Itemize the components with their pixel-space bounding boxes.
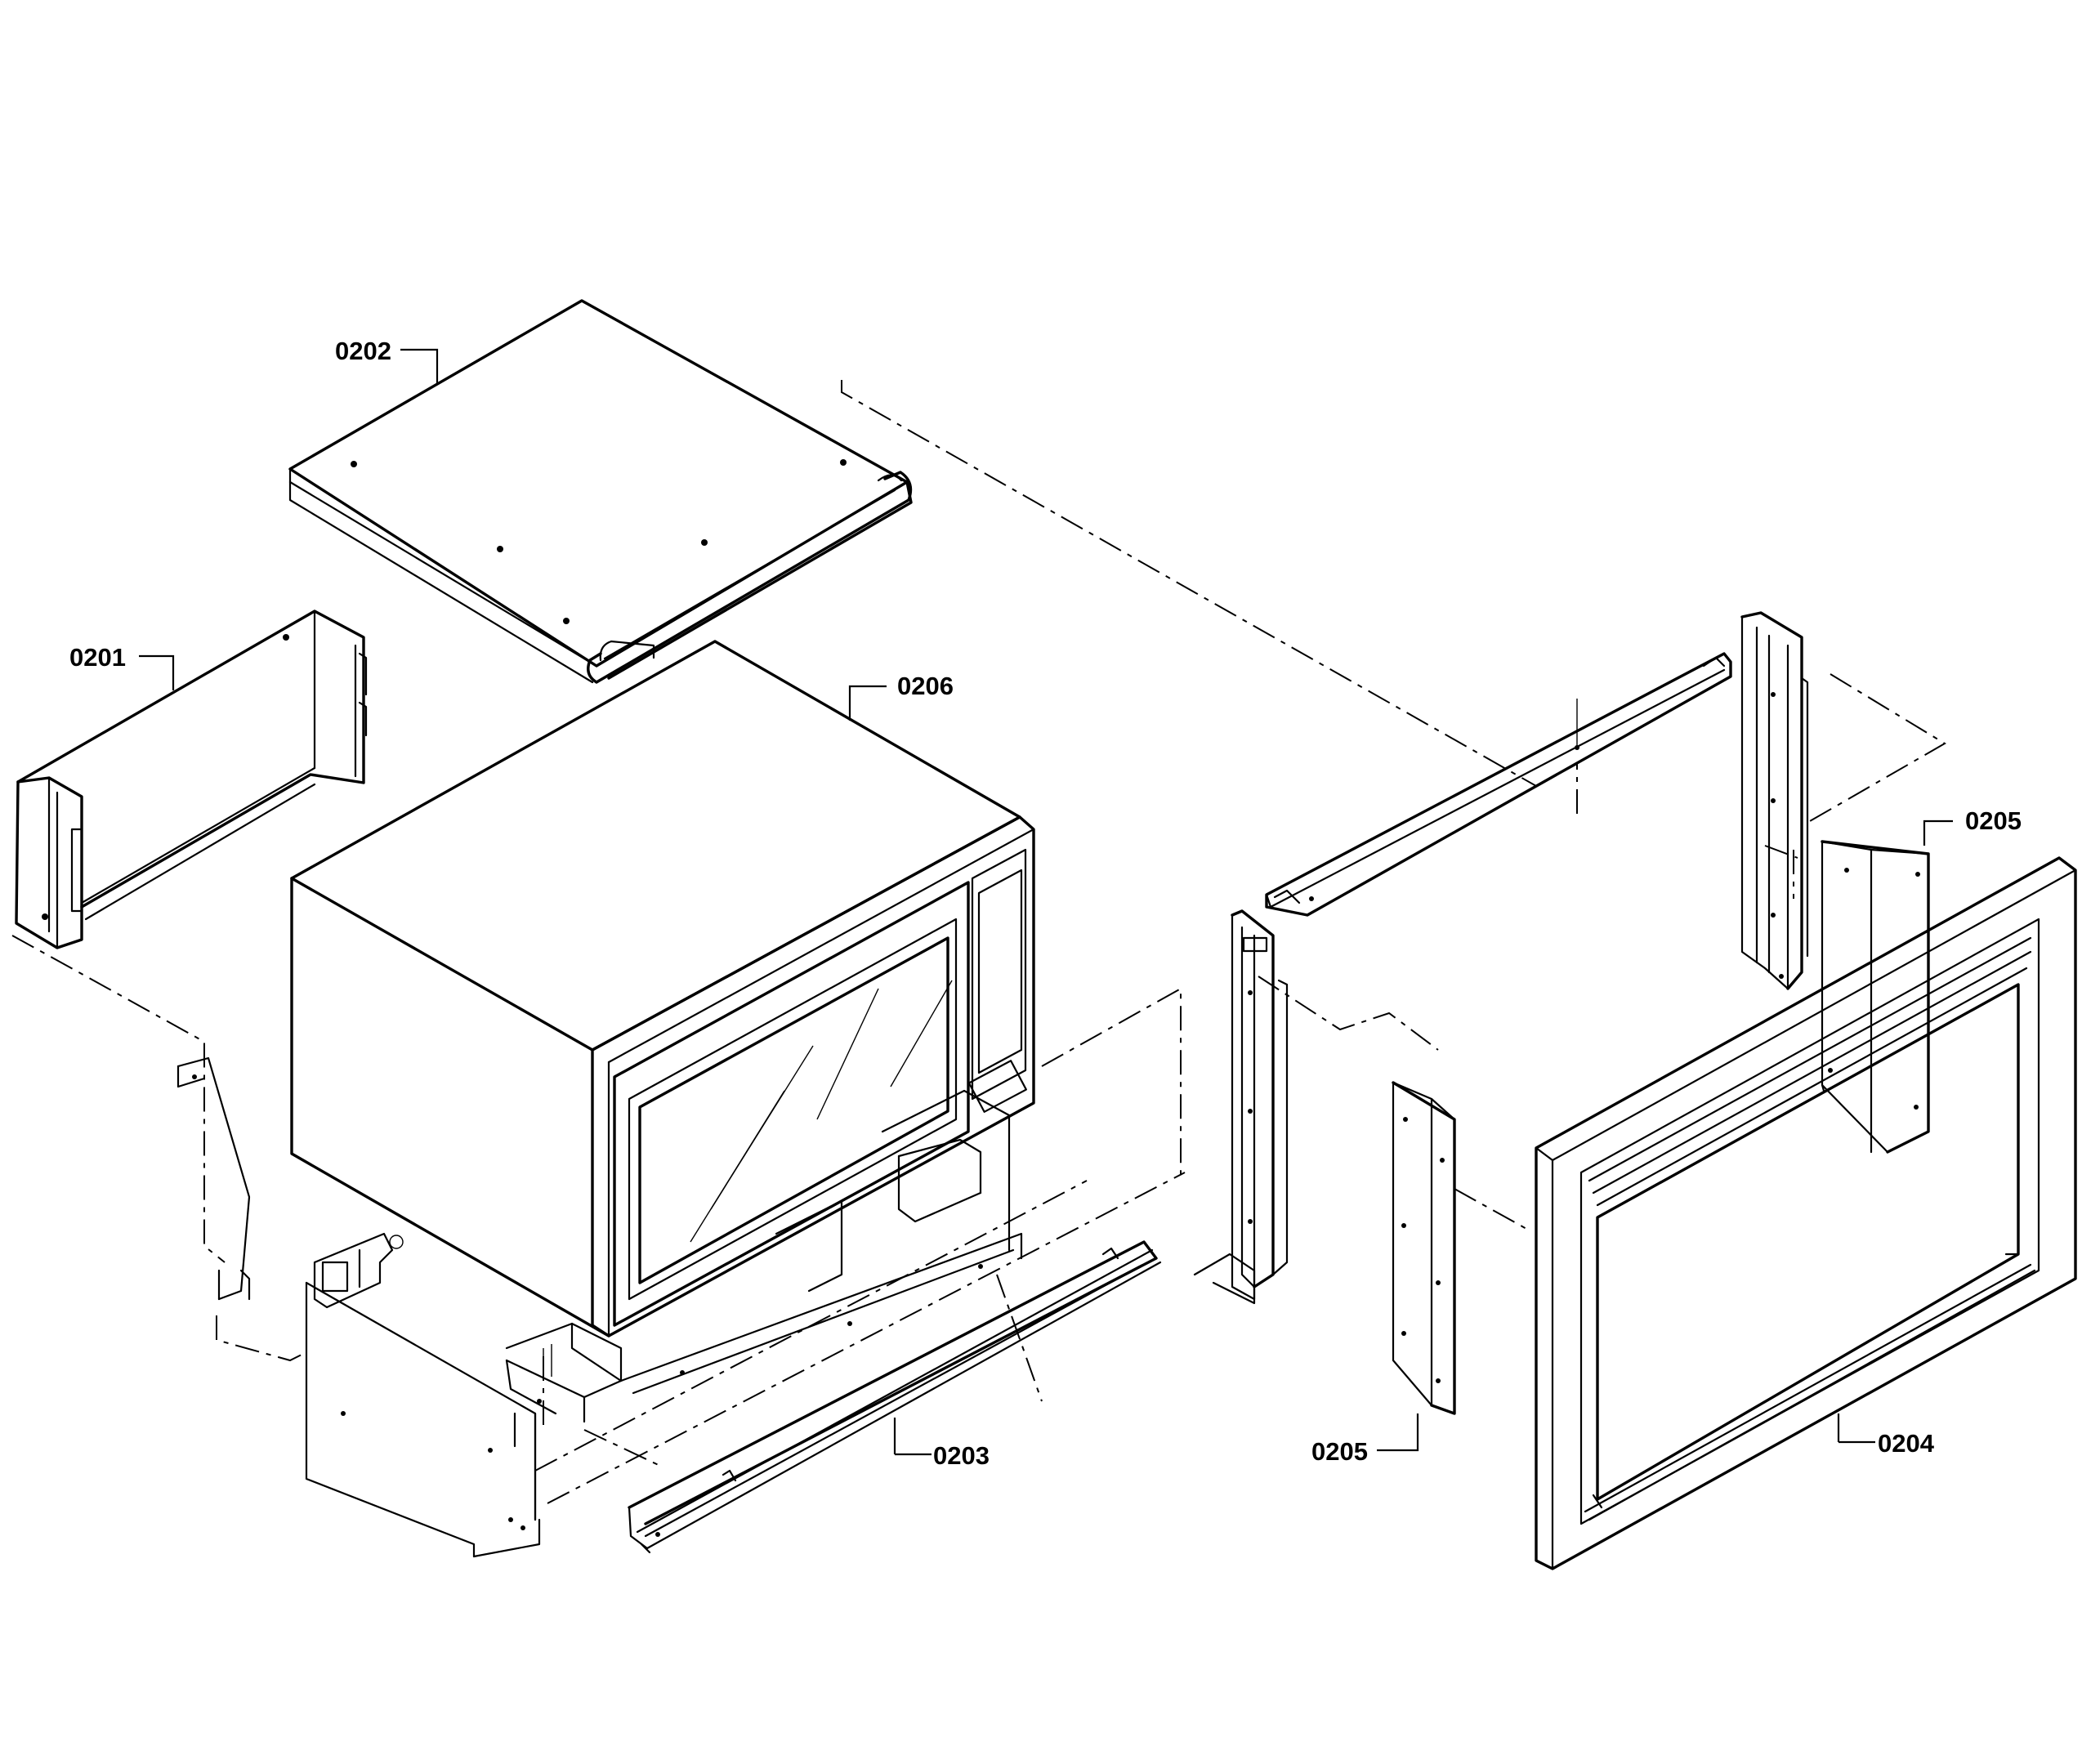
part-0205-upper-bracket xyxy=(1821,840,1930,1154)
callout-0206: 0206 xyxy=(897,672,954,700)
part-0201-side-panel xyxy=(15,610,368,949)
part-0205-lower-bracket xyxy=(1392,1081,1456,1415)
callout-leaders xyxy=(139,348,1953,1456)
part-0203-bottom-trim xyxy=(628,1240,1162,1554)
part-0202-top-cover xyxy=(288,299,913,684)
alignment-lines xyxy=(11,380,1946,1504)
callout-0205-upper: 0205 xyxy=(1965,806,2022,835)
left-vertical-channel xyxy=(1193,909,1289,1305)
bottom-chassis-assembly xyxy=(305,1089,1023,1558)
callout-0201: 0201 xyxy=(69,643,126,672)
left-lower-bracket xyxy=(176,1056,251,1301)
callout-0205-lower: 0205 xyxy=(1311,1437,1368,1466)
callout-0204: 0204 xyxy=(1878,1429,1935,1458)
callout-0202: 0202 xyxy=(335,337,391,365)
part-0206-microwave-oven xyxy=(290,640,1035,1338)
callout-0203: 0203 xyxy=(933,1441,990,1470)
part-0204-trim-frame xyxy=(1535,856,2077,1570)
right-vertical-channel xyxy=(1740,611,1809,990)
upper-trim-bar xyxy=(1265,652,1732,917)
